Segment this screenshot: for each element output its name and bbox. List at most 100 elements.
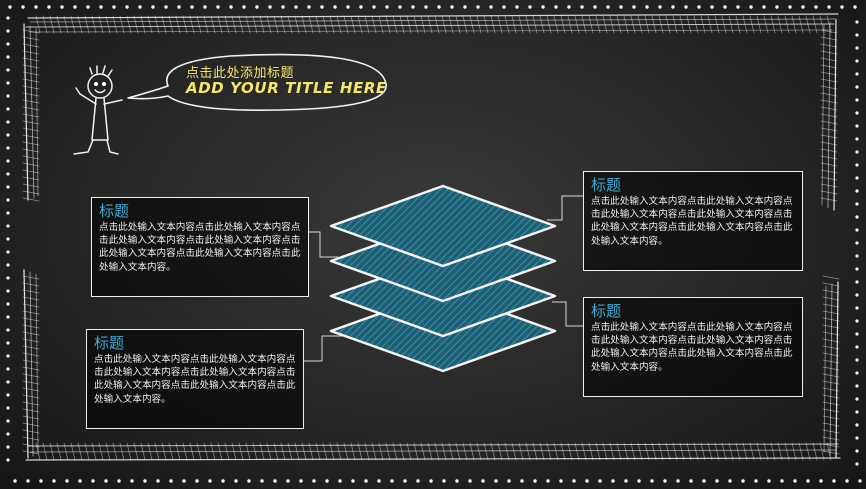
chalk-stroke [756, 15, 762, 34]
frame-dot [138, 5, 142, 9]
chalk-stroke [497, 442, 503, 461]
frame-dot [827, 5, 831, 9]
frame-dot [855, 124, 859, 128]
chalk-stroke [820, 29, 838, 34]
frame-dot [333, 5, 337, 9]
chalk-stroke [553, 442, 559, 461]
chalk-stroke [224, 15, 230, 34]
chalk-stroke [560, 442, 566, 461]
chalk-stroke [822, 366, 840, 371]
frame-dot [593, 5, 597, 9]
chalk-stroke [822, 275, 840, 280]
frame-dot [528, 5, 532, 9]
chalk-stroke [315, 15, 321, 34]
chalk-stroke [22, 296, 40, 301]
chalk-stroke [161, 442, 167, 461]
chalk-stroke [98, 15, 104, 34]
frame-dot [481, 479, 485, 483]
chalk-stroke [756, 442, 762, 461]
chalk-stroke [820, 176, 838, 181]
chalk-stroke [22, 436, 40, 441]
chalk-stroke [175, 15, 181, 34]
chalk-stroke [259, 442, 265, 461]
box-heading: 标题 [99, 202, 130, 220]
chalk-stroke [287, 442, 293, 461]
frame-dot [6, 276, 10, 280]
chalk-stroke [22, 162, 40, 167]
chalk-stroke [22, 120, 40, 125]
chalk-stroke [497, 15, 503, 34]
frame-dot [377, 479, 381, 483]
chalk-stroke [126, 15, 132, 34]
frame-dot [281, 5, 285, 9]
chalk-stroke [119, 442, 125, 461]
frame-dot [359, 5, 363, 9]
chalk-stroke [182, 442, 188, 461]
chalk-stroke [637, 442, 643, 461]
frame-dot [52, 479, 56, 483]
chalk-stroke [84, 15, 90, 34]
chalk-stroke [322, 15, 328, 34]
chalk-stroke [820, 78, 838, 83]
chalk-stroke [721, 442, 727, 461]
chalk-stroke [22, 310, 40, 315]
chalk-stroke [532, 15, 538, 34]
frame-dot [6, 55, 10, 59]
chalk-stroke [427, 442, 433, 461]
frame-dot [702, 479, 706, 483]
frame-dot [450, 5, 454, 9]
frame-dot [6, 172, 10, 176]
chalk-stroke [252, 442, 258, 461]
chalk-stroke [714, 442, 720, 461]
chalk-stroke [399, 442, 405, 461]
frame-dot [6, 224, 10, 228]
chalk-stroke [294, 442, 300, 461]
chalk-stroke [820, 85, 838, 90]
chalk-stroke [819, 442, 825, 461]
frame-dot [221, 479, 225, 483]
chalk-stroke [22, 303, 40, 308]
frame-dot [312, 479, 316, 483]
frame-dot [715, 479, 719, 483]
box-heading: 标题 [94, 334, 125, 352]
frame-dot [229, 5, 233, 9]
chalk-stroke [399, 15, 405, 34]
chalk-stroke [700, 442, 706, 461]
frame-dot [99, 5, 103, 9]
chalk-stroke [822, 422, 840, 427]
title-chinese: 点击此处添加标题 [186, 66, 295, 81]
chalk-stroke [392, 15, 398, 34]
chalk-stroke [22, 155, 40, 160]
chalk-stroke [22, 408, 40, 413]
chalk-stroke [504, 442, 510, 461]
chalk-stroke [822, 443, 840, 448]
chalk-stroke [820, 155, 838, 160]
frame-dot [208, 479, 212, 483]
chalk-stroke [581, 15, 587, 34]
chalk-stroke [822, 436, 840, 441]
frame-dot [346, 5, 350, 9]
chalk-stroke [679, 442, 685, 461]
chalk-stroke [364, 442, 370, 461]
chalk-stroke [22, 64, 40, 69]
text-box-right-top: 标题 点击此处输入文本内容点击此处输入文本内容点击此处输入文本内容点击此处输入文… [583, 171, 803, 271]
frame-dot [260, 479, 264, 483]
chalk-stroke [413, 442, 419, 461]
frame-dot [507, 479, 511, 483]
frame-dot [6, 302, 10, 306]
chalk-stroke [822, 401, 840, 406]
frame-dot [710, 5, 714, 9]
chalk-stroke [22, 197, 40, 202]
frame-dot [855, 462, 859, 466]
chalk-stroke [133, 15, 139, 34]
frame-dot [6, 393, 10, 397]
chalk-stroke [707, 442, 713, 461]
chalk-stroke [686, 15, 692, 34]
chalk-stroke [822, 387, 840, 392]
chalk-stroke [798, 15, 804, 34]
chalk-stroke [364, 15, 370, 34]
chalk-stroke [98, 442, 104, 461]
frame-dot [6, 367, 10, 371]
frame-dot [247, 479, 251, 483]
chalk-stroke [420, 442, 426, 461]
